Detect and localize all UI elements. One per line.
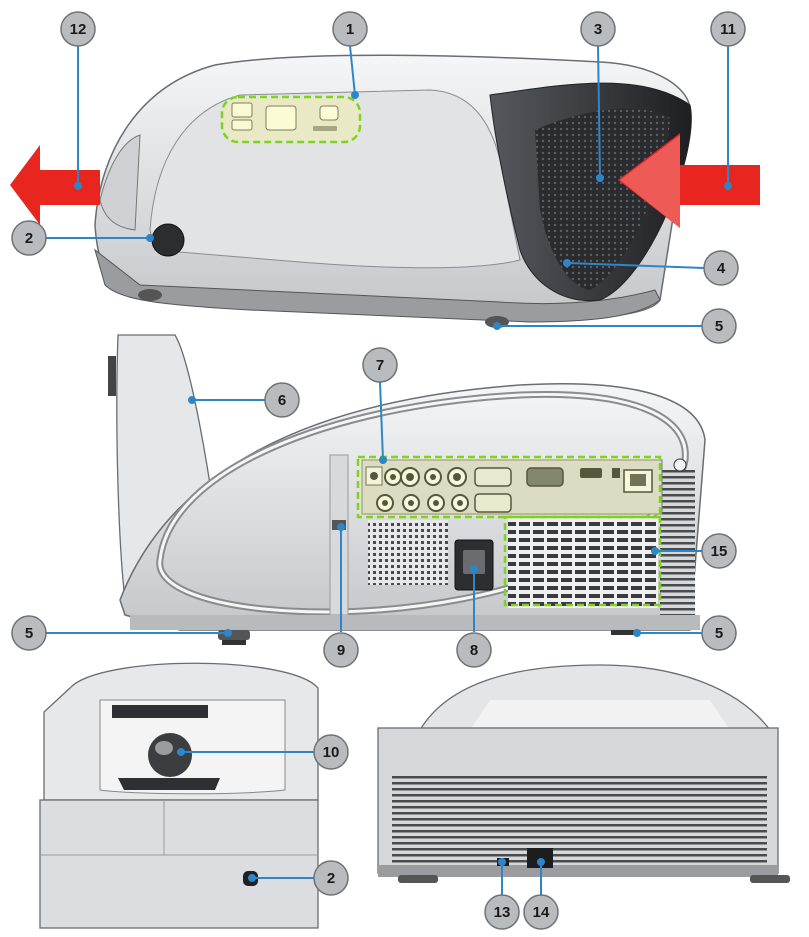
callout-8: 8: [456, 632, 492, 668]
vents-highlight: [503, 515, 662, 607]
callout-2-top: 2: [11, 220, 47, 256]
callout-5-right: 5: [701, 615, 737, 651]
io-panel-highlight: [356, 455, 662, 519]
callout-9-label: 9: [337, 642, 345, 659]
left-vent: [99, 134, 141, 231]
back-grille: [392, 775, 767, 870]
projector-top-view: [10, 54, 760, 328]
projector-rear-view: [108, 334, 706, 645]
rear-foot-left: [218, 630, 250, 640]
callout-8-label: 8: [470, 642, 478, 659]
security-bar: [527, 848, 553, 868]
lens: [148, 733, 192, 777]
callout-13-label: 13: [494, 904, 511, 921]
callout-1: 1: [332, 11, 368, 47]
callout-11-label: 11: [720, 21, 736, 38]
callout-9: 9: [323, 632, 359, 668]
projector-back-view: [377, 664, 790, 883]
callout-12: 12: [60, 11, 96, 47]
airflow-in-arrow: [618, 133, 760, 228]
callout-7: 7: [362, 347, 398, 383]
callout-10-label: 10: [323, 744, 340, 761]
speaker-grille: [368, 520, 448, 585]
callout-1-label: 1: [346, 21, 354, 38]
airflow-out-arrow: [10, 145, 100, 225]
callout-14: 14: [523, 894, 559, 930]
front-foot-left: [138, 289, 162, 301]
side-lower-body: [39, 799, 319, 929]
front-ir-receiver: [151, 223, 185, 257]
exhaust-vents: [508, 518, 658, 608]
callout-4-label: 4: [717, 260, 726, 277]
callout-5-top-label: 5: [715, 318, 723, 335]
side-grille: [535, 108, 670, 290]
callout-5-top: 5: [701, 308, 737, 344]
callout-2-top-label: 2: [25, 230, 33, 247]
callout-5-left: 5: [11, 615, 47, 651]
callout-15-label: 15: [711, 543, 728, 560]
callout-14-label: 14: [533, 904, 550, 921]
control-panel-highlight: [220, 95, 362, 144]
top-panel: [149, 89, 521, 269]
leader-lines: [46, 45, 732, 895]
callout-11: 11: [710, 11, 746, 47]
callout-3-label: 3: [594, 21, 602, 38]
callout-10: 10: [313, 734, 349, 770]
callout-12-label: 12: [70, 21, 87, 38]
callout-4: 4: [703, 250, 739, 286]
callout-5-right-label: 5: [715, 625, 723, 642]
io-connectors: [365, 458, 687, 513]
callout-6: 6: [264, 382, 300, 418]
callout-5-left-label: 5: [25, 625, 33, 642]
callout-6-label: 6: [278, 392, 286, 409]
callout-7-label: 7: [376, 357, 384, 374]
callout-15: 15: [701, 533, 737, 569]
callout-13: 13: [484, 894, 520, 930]
callout-3: 3: [580, 11, 616, 47]
callout-2-bottom: 2: [313, 860, 349, 896]
control-panel: [231, 102, 339, 131]
projector-side-view: [39, 662, 319, 929]
callout-2-bottom-label: 2: [327, 870, 335, 887]
